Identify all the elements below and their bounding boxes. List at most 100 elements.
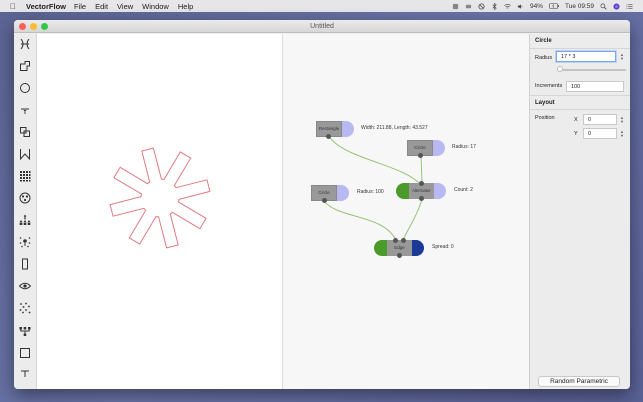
- menu-view[interactable]: View: [117, 1, 134, 11]
- tool-points[interactable]: [17, 301, 33, 316]
- output-port[interactable]: [434, 183, 446, 199]
- node-info-circle-small: Radius: 17: [452, 144, 476, 150]
- radius-input[interactable]: 17 * 3: [556, 51, 616, 62]
- close-window-button[interactable]: [19, 22, 26, 30]
- battery-icon[interactable]: [549, 2, 559, 10]
- copy-stack-icon: [19, 214, 31, 226]
- y-label: Y: [574, 131, 578, 137]
- tool-radial[interactable]: [17, 190, 33, 205]
- boolean-combine-icon: [20, 126, 30, 137]
- output-pin[interactable]: [397, 253, 402, 258]
- position-x-input[interactable]: 0: [583, 114, 617, 125]
- node-name: Circle: [414, 145, 426, 150]
- radius-slider-track[interactable]: [558, 69, 626, 71]
- siri-icon[interactable]: [613, 2, 620, 10]
- wifi-icon[interactable]: [504, 3, 511, 10]
- notification-center-icon[interactable]: [626, 3, 633, 10]
- zoom-window-button[interactable]: [41, 22, 48, 30]
- node-rectangle[interactable]: Rectangle: [316, 121, 354, 139]
- tool-rectangle[interactable]: [17, 257, 33, 272]
- node-name: Alternator: [412, 188, 431, 193]
- app-menu[interactable]: VectorFlow: [26, 1, 67, 11]
- node-info-rectangle: Width: 211.88, Length: 43.527: [361, 125, 428, 131]
- input-port[interactable]: [396, 183, 409, 199]
- tool-connect[interactable]: [17, 323, 33, 338]
- node-edge[interactable]: Edge: [374, 238, 424, 258]
- minimize-window-button[interactable]: [30, 22, 37, 30]
- shape-edit-icon: [20, 60, 30, 71]
- section-circle-header: Circle: [530, 34, 630, 49]
- network-canvas[interactable]: Rectangle Width: 211.88, Length: 43.527 …: [283, 34, 529, 389]
- output-port[interactable]: [337, 185, 349, 201]
- output-pin[interactable]: [322, 198, 327, 203]
- scatter-icon: [19, 237, 31, 248]
- tool-circle[interactable]: [17, 80, 33, 95]
- increments-input[interactable]: 100: [566, 81, 624, 92]
- tool-shape[interactable]: [17, 58, 33, 73]
- position-label: Position: [535, 115, 555, 121]
- tool-grid[interactable]: [17, 168, 33, 183]
- square-icon: [20, 347, 30, 358]
- output-pin[interactable]: [326, 134, 331, 139]
- output-pin[interactable]: [419, 196, 424, 201]
- bluetooth-icon[interactable]: [491, 2, 498, 10]
- radial-icon: [19, 192, 31, 204]
- tool-align[interactable]: [17, 102, 33, 117]
- menu-window[interactable]: Window: [142, 1, 169, 11]
- node-name: Circle: [318, 190, 330, 195]
- position-x-stepper[interactable]: ▲▼: [620, 114, 624, 124]
- apple-menu-icon[interactable]: : [10, 2, 20, 11]
- input-pin-1[interactable]: [393, 238, 398, 243]
- clock[interactable]: Tue 09:59: [564, 2, 594, 10]
- input-port[interactable]: [374, 240, 387, 256]
- output-port[interactable]: [433, 140, 445, 156]
- viewer-canvas[interactable]: [37, 34, 283, 389]
- app-window: Untitled: [14, 20, 630, 389]
- node-circle-small[interactable]: Circle: [407, 140, 445, 158]
- tool-zigzag[interactable]: [17, 146, 33, 161]
- tool-eye[interactable]: [17, 279, 33, 294]
- node-info-circle-large: Radius: 100: [357, 189, 384, 195]
- menu-edit[interactable]: Edit: [95, 1, 109, 11]
- node-circle-large[interactable]: Circle: [311, 185, 349, 203]
- radius-slider-knob[interactable]: [557, 66, 563, 72]
- inspector-panel: Circle Radius 17 * 3 ▲▼ Increments 100 L…: [529, 34, 630, 389]
- tool-boolean[interactable]: [17, 124, 33, 139]
- window-controls: [19, 22, 48, 30]
- do-not-disturb-icon[interactable]: [478, 2, 485, 10]
- status-cloud-icon[interactable]: [465, 3, 472, 10]
- tool-text[interactable]: [17, 367, 33, 382]
- position-y-stepper[interactable]: ▲▼: [620, 128, 624, 138]
- align-icon: [21, 108, 29, 114]
- title-bar[interactable]: Untitled: [14, 20, 630, 33]
- tall-rectangle-icon: [22, 258, 28, 270]
- tool-palette: [14, 34, 37, 389]
- volume-icon[interactable]: [517, 3, 524, 10]
- eye-icon: [19, 283, 31, 290]
- output-port[interactable]: [412, 240, 424, 256]
- random-parametric-button[interactable]: Random Parametric: [538, 376, 620, 387]
- tool-scatter[interactable]: [17, 235, 33, 250]
- tool-copy[interactable]: [17, 213, 33, 228]
- circle-icon: [20, 82, 30, 93]
- radius-stepper[interactable]: ▲▼: [620, 51, 624, 61]
- output-port[interactable]: [342, 121, 354, 137]
- tool-cross[interactable]: [17, 36, 33, 51]
- radius-label: Radius: [535, 55, 553, 61]
- grid-icon: [20, 171, 31, 182]
- status-app-icon[interactable]: [452, 3, 459, 10]
- menu-file[interactable]: File: [74, 1, 87, 11]
- input-pin-2[interactable]: [401, 238, 406, 243]
- menu-help[interactable]: Help: [177, 1, 194, 11]
- tool-square[interactable]: [17, 345, 33, 360]
- input-pin[interactable]: [419, 181, 424, 186]
- menubar:  VectorFlow File Edit View Window Help …: [0, 0, 643, 12]
- cross-shape-icon: [20, 38, 30, 49]
- spotlight-search-icon[interactable]: [600, 3, 607, 10]
- node-info-alternator: Count: 2: [454, 187, 473, 193]
- node-alternator[interactable]: Alternator: [396, 181, 446, 201]
- text-tool-icon: [21, 370, 29, 377]
- position-y-input[interactable]: 0: [583, 128, 617, 139]
- output-pin[interactable]: [418, 153, 423, 158]
- increments-label: Increments: [535, 83, 563, 89]
